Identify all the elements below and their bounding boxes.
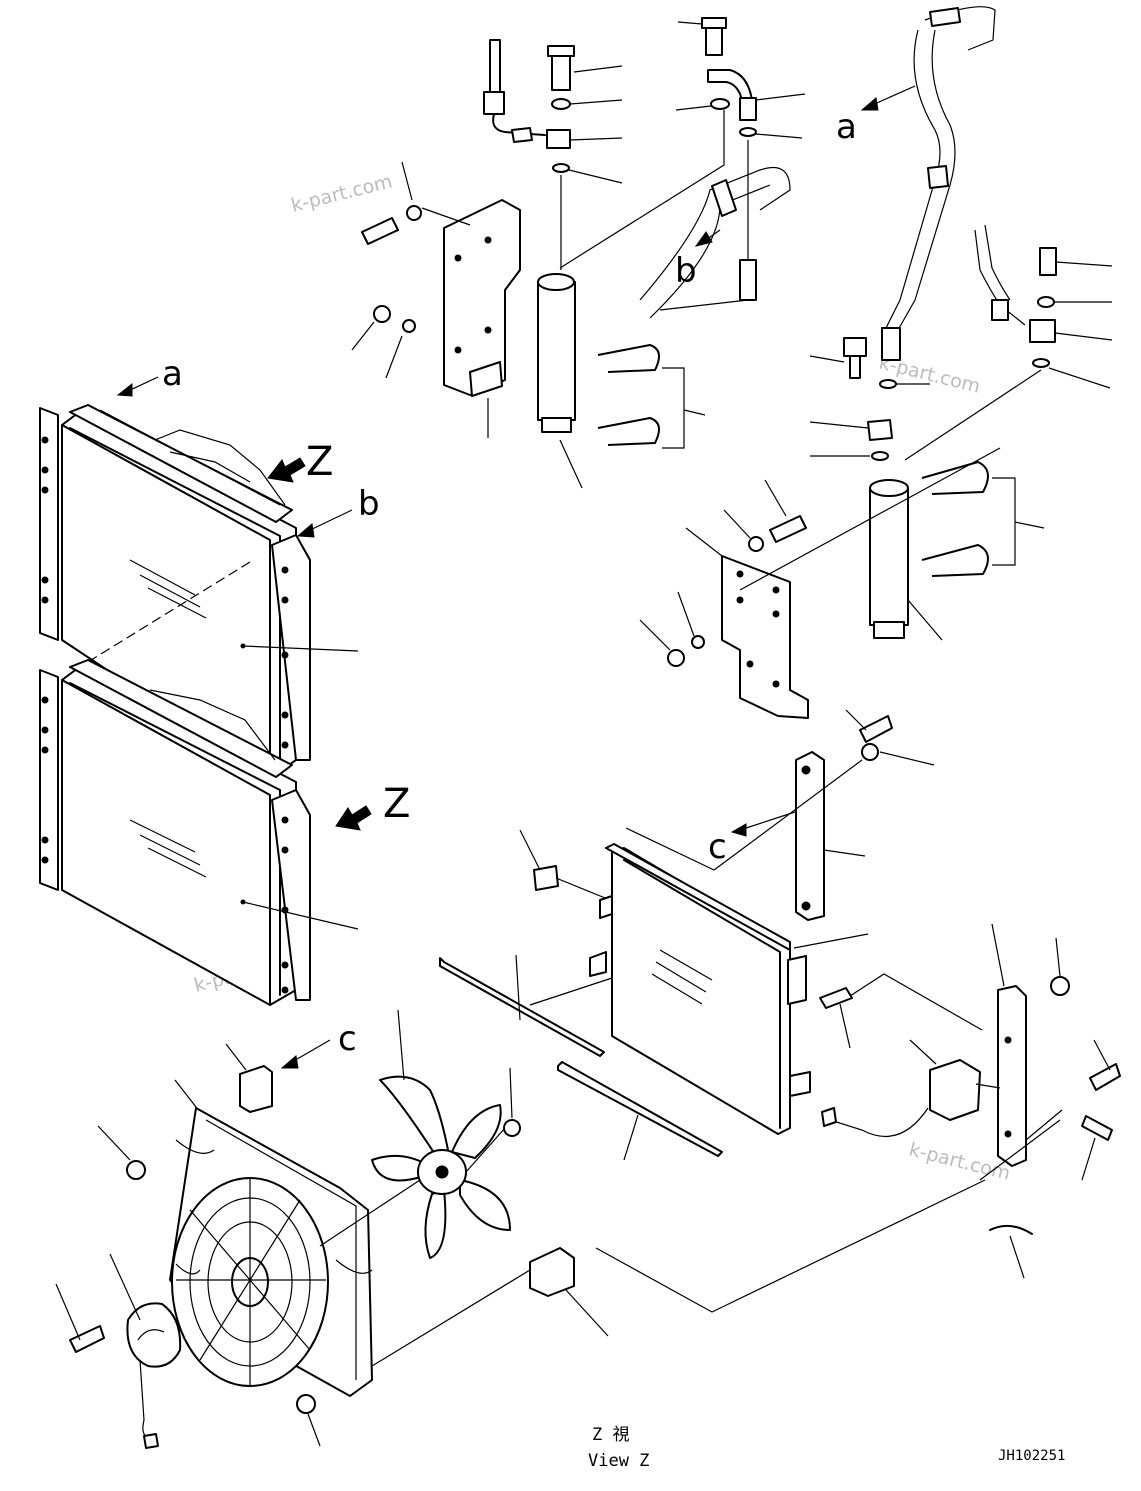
callout-a-right-label: a bbox=[836, 107, 857, 147]
condenser-upper-assembly bbox=[39, 404, 359, 779]
center-condenser: c bbox=[439, 709, 935, 1161]
callout-a-left-label: a bbox=[162, 354, 183, 394]
watermarks: k-part.com k-part.com k-part.com k-part.… bbox=[192, 170, 1013, 1184]
callout-c-right-label: c bbox=[708, 827, 727, 867]
fan-assembly: c bbox=[55, 1009, 986, 1449]
view-caption: Z 視 View Z bbox=[588, 1425, 649, 1471]
watermark-4: k-part.com bbox=[907, 1139, 1013, 1185]
hose-a: a bbox=[836, 6, 996, 361]
dashed-link bbox=[74, 561, 251, 671]
view-arrow-z-upper: Z bbox=[267, 439, 333, 485]
fitting-stack-center bbox=[559, 17, 806, 269]
right-bracket-resistor bbox=[819, 923, 1121, 1279]
callout-a-left: a bbox=[116, 354, 183, 397]
view-arrow-z-lower: Z bbox=[335, 781, 410, 831]
condenser-lower-assembly bbox=[39, 659, 359, 1006]
callout-b-left: b bbox=[296, 484, 380, 538]
receiver-dryer-left bbox=[351, 39, 706, 489]
view-caption-line2: View Z bbox=[588, 1451, 649, 1471]
drawing-code: JH102251 bbox=[998, 1448, 1065, 1464]
z-label-upper: Z bbox=[306, 439, 333, 485]
view-caption-line1: Z 視 bbox=[592, 1425, 629, 1445]
watermark-1: k-part.com bbox=[289, 170, 395, 216]
hose-b: b bbox=[639, 166, 791, 319]
receiver-dryer-right bbox=[639, 224, 1113, 719]
callout-b-left-label: b bbox=[358, 484, 380, 524]
callout-c-left-label: c bbox=[338, 1019, 357, 1059]
z-label-lower: Z bbox=[383, 781, 410, 827]
callout-b-center-label: b bbox=[675, 251, 697, 291]
